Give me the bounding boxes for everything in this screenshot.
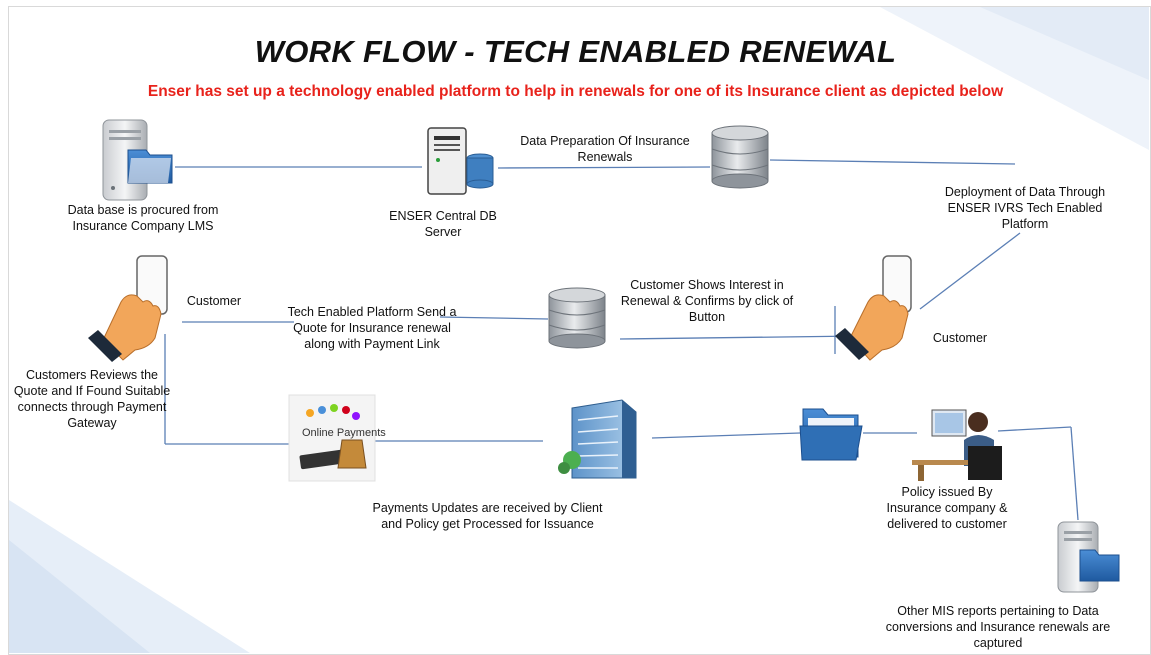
label-mis: Other MIS reports pertaining to Data con… [885,604,1111,650]
label-central-server: ENSER Central DB Server [389,209,497,239]
hand-phone-icon [88,255,168,362]
db-server-icon [427,127,494,195]
server-folder-icon [1057,521,1120,593]
online-payments-text: Online Payments [302,427,386,439]
server-folder-icon [102,119,173,201]
label-database-source: Data base is procured from Insurance Com… [67,203,219,233]
label-policy: Policy issued By Insurance company & del… [886,485,1008,531]
connector-line [619,335,861,340]
bg-wedge-bottom-left-2 [9,540,150,653]
database-icon [548,287,606,349]
connector-line [769,159,1016,165]
connector-line [651,432,801,439]
online-payments-icon: Online Payments [288,394,386,482]
connector-line [997,426,1072,432]
label-deployment: Deployment of Data Through ENSER IVRS Te… [944,185,1106,231]
connector-line [439,316,549,320]
label-data-prep: Data Preparation Of Insurance Renewals [520,134,690,164]
folder-icon [799,408,863,461]
hand-phone-icon [835,255,912,361]
label-payments: Payments Updates are received by Client … [372,501,603,531]
label-tech-platform: Tech Enabled Platform Send a Quote for I… [287,305,457,351]
label-customer-review: Customers Reviews the Quote and If Found… [13,368,171,430]
label-customer-right: Customer [932,331,988,345]
office-building-icon [558,399,637,479]
bg-wedge-top-right-2 [980,7,1149,80]
label-customer-interest: Customer Shows Interest in Renewal & Con… [620,278,794,324]
database-icon [711,125,769,189]
connector-line [919,232,1021,310]
page-title: WORK FLOW - TECH ENABLED RENEWAL [254,34,897,69]
page-subtitle: Enser has set up a technology enabled pl… [147,83,1004,100]
office-worker-icon [912,409,1002,481]
connector-line [1070,426,1079,521]
label-customer-left: Customer [186,294,242,308]
connector-line [497,166,711,169]
